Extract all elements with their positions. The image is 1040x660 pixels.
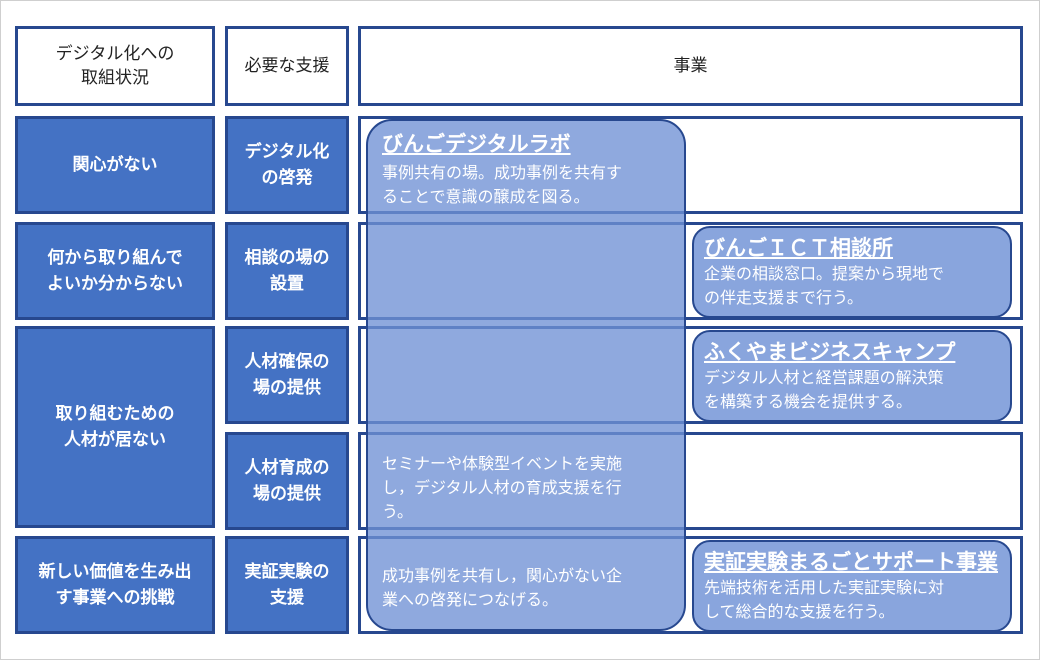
header-status: デジタル化への 取組状況 xyxy=(15,26,215,106)
bingo-digital-lab-block xyxy=(366,119,686,631)
demonstration-support-block: 実証実験まるごとサポート事業 先端技術を活用した実証実験に対 して総合的な支援を… xyxy=(692,540,1012,632)
bingo-digital-lab-desc: 事例共有の場。成功事例を共有す ることで意識の醸成を図る。 xyxy=(382,163,623,206)
header-program: 事業 xyxy=(358,26,1023,106)
bingo-ict-consultation-block: びんごＩＣＴ相談所 企業の相談窓口。提案から現地で の伴走支援まで行う。 xyxy=(692,226,1012,318)
support-awareness: デジタル化 の啓発 xyxy=(225,116,349,214)
bingo-digital-lab-title-text: びんごデジタルラボ xyxy=(382,132,571,156)
support-talent-development: 人材育成の 場の提供 xyxy=(225,432,349,530)
bingo-digital-lab-demo-desc: 成功事例を共有し，関心がない企 業への啓発につなげる。 xyxy=(382,566,623,609)
demonstration-support-desc: 先端技術を活用した実証実験に対 して総合的な支援を行う。 xyxy=(704,578,945,621)
bingo-ict-consultation-desc: 企業の相談窓口。提案から現地で の伴走支援まで行う。 xyxy=(704,264,945,307)
support-demonstration: 実証実験の 支援 xyxy=(225,536,349,634)
status-unsure-where-to-start: 何から取り組んで よいか分からない xyxy=(15,222,215,320)
fukuyama-business-camp-desc: デジタル人材と経営課題の解決策 を構築する機会を提供する。 xyxy=(704,368,944,411)
header-support: 必要な支援 xyxy=(225,26,349,106)
support-talent-acquisition: 人材確保の 場の提供 xyxy=(225,326,349,424)
status-no-talent: 取り組むための 人材が居ない xyxy=(15,326,215,528)
support-consultation: 相談の場の 設置 xyxy=(225,222,349,320)
status-new-value: 新しい価値を生み出 す事業への挑戦 xyxy=(15,536,215,634)
bingo-ict-consultation-title: びんごＩＣＴ相談所 xyxy=(704,236,893,260)
demonstration-support-title: 実証実験まるごとサポート事業 xyxy=(704,550,998,574)
fukuyama-business-camp-block: ふくやまビジネスキャンプ デジタル人材と経営課題の解決策 を構築する機会を提供す… xyxy=(692,330,1012,422)
bingo-digital-lab-title: びんごデジタルラボ xyxy=(382,130,571,158)
bingo-digital-lab-training-desc: セミナーや体験型イベントを実施 し，デジタル人材の育成支援を行 う。 xyxy=(382,454,623,521)
fukuyama-business-camp-title: ふくやまビジネスキャンプ xyxy=(704,340,956,364)
status-no-interest: 関心がない xyxy=(15,116,215,214)
